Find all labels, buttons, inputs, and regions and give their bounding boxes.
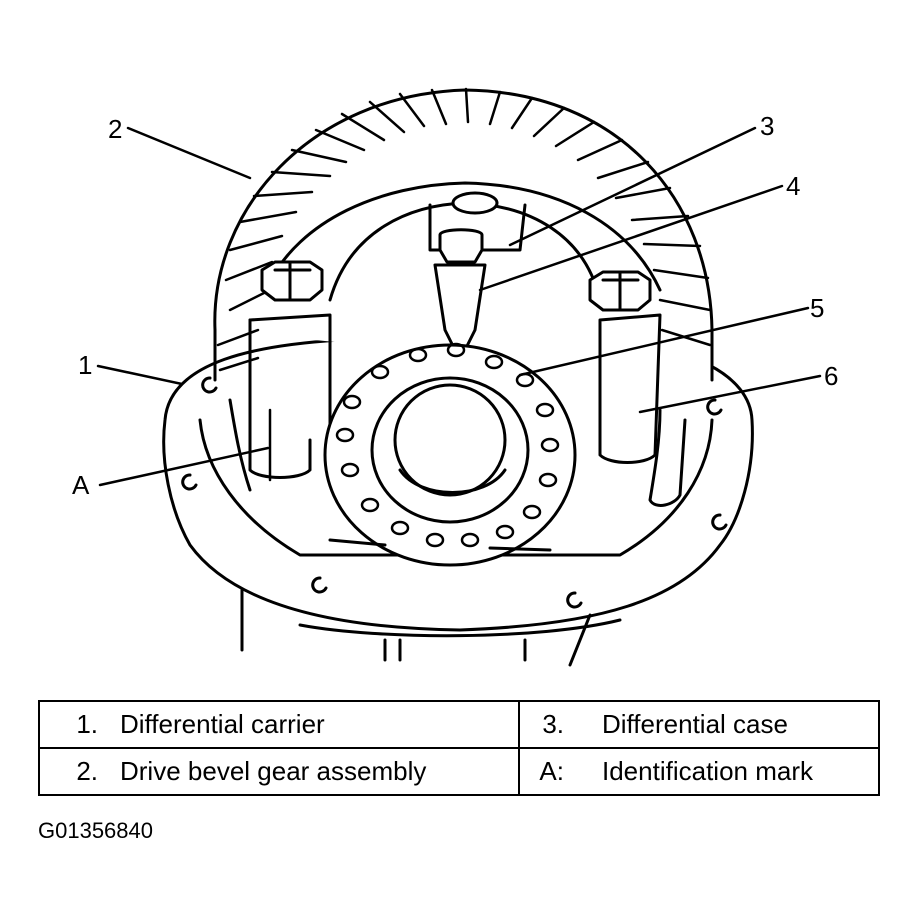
legend-cell: 2. Drive bevel gear assembly	[38, 747, 520, 796]
legend-number: 1.	[76, 709, 98, 739]
callout-A: A	[72, 470, 90, 500]
callout-3: 3	[760, 111, 775, 141]
legend-cell: A: Identification mark	[518, 747, 880, 796]
side-gear-ring	[323, 342, 577, 567]
legend-number: 3.	[542, 709, 564, 739]
legend-row: 2. Drive bevel gear assembly A: Identifica…	[38, 747, 880, 796]
callout-1: 1	[78, 350, 93, 380]
lock-pin	[433, 228, 487, 362]
legend-label: Drive bevel gear assembly	[120, 756, 427, 786]
legend-table: 1. Differential carrier 3. Differential ca…	[38, 700, 880, 796]
differential-diagram	[96, 87, 822, 667]
legend-number: A:	[539, 756, 564, 786]
legend-cell: 3. Differential case	[518, 700, 880, 749]
legend-cell: 1. Differential carrier	[38, 700, 520, 749]
leader-lines	[96, 126, 822, 487]
callout-2: 2	[108, 114, 123, 144]
callout-6: 6	[824, 361, 839, 391]
legend-label: Identification mark	[602, 756, 813, 786]
callout-4: 4	[786, 171, 801, 201]
legend-label: Differential carrier	[120, 709, 325, 739]
callout-5: 5	[810, 293, 825, 323]
legend-number: 2.	[76, 756, 98, 786]
legend-row: 1. Differential carrier 3. Differential ca…	[38, 700, 880, 749]
legend-label: Differential case	[602, 709, 788, 739]
case-bolts	[260, 260, 652, 312]
figure-id: G01356840	[38, 818, 153, 843]
